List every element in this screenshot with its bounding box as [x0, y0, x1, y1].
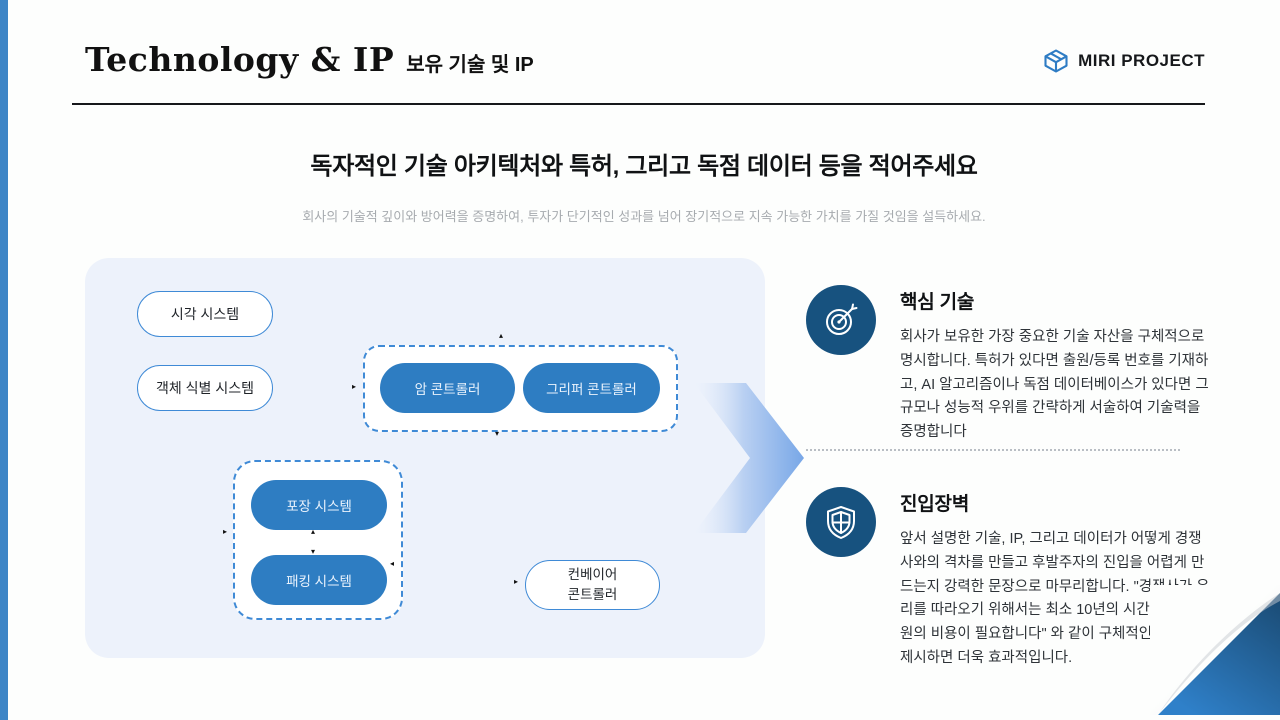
- node-object-recognition-system[interactable]: 객체 식별 시스템: [137, 365, 273, 411]
- node-label: 객체 식별 시스템: [156, 380, 254, 396]
- section-core-technology: 핵심 기술 회사가 보유한 가장 중요한 기술 자산을 구체적으로 명시합니다.…: [806, 285, 1209, 445]
- section-entry-barrier: 진입장벽 앞서 설명한 기술, IP, 그리고 데이터가 어떻게 경쟁사와의 격…: [806, 487, 1209, 671]
- connector-arrow-icon: ▸: [514, 577, 519, 586]
- node-label: 포장 시스템: [286, 499, 352, 514]
- section-body: 앞서 설명한 기술, IP, 그리고 데이터가 어떻게 경쟁사와의 격차를 만들…: [900, 531, 1210, 666]
- section-title: 진입장벽: [900, 494, 970, 515]
- architecture-diagram-panel: 시각 시스템 객체 식별 시스템 암 콘트롤러 그리퍼 콘트롤러 포장 시스템 …: [85, 258, 765, 658]
- node-label: 패킹 시스템: [286, 574, 352, 589]
- page-title-en: Technology & IP: [85, 40, 395, 79]
- section-title: 핵심 기술: [900, 292, 975, 313]
- node-packing-system[interactable]: 패킹 시스템: [251, 555, 387, 605]
- group-controllers[interactable]: 암 콘트롤러 그리퍼 콘트롤러: [363, 345, 678, 432]
- connector-arrow-icon: ▸: [352, 382, 357, 391]
- target-icon: [806, 285, 876, 355]
- shield-icon: [806, 487, 876, 557]
- page-title-ko: 보유 기술 및 IP: [406, 54, 534, 76]
- connector-arrow-icon: ▾: [495, 429, 500, 438]
- slide-heading: 독자적인 기술 아키텍처와 특허, 그리고 독점 데이터 등을 적어주세요: [310, 153, 978, 180]
- flow-arrow-icon: [694, 383, 806, 538]
- connector-arrow-icon: ▸: [223, 527, 228, 536]
- node-arm-controller[interactable]: 암 콘트롤러: [380, 363, 515, 413]
- brand-logo: MIRI PROJECT: [1042, 47, 1205, 75]
- section-body: 회사가 보유한 가장 중요한 기술 자산을 구체적으로 명시합니다. 특허가 있…: [900, 329, 1209, 441]
- node-gripper-controller[interactable]: 그리퍼 콘트롤러: [523, 363, 660, 413]
- left-accent-bar: [0, 0, 8, 720]
- connector-arrow-icon: ▴: [499, 331, 504, 340]
- cube-logo-icon: [1042, 47, 1070, 75]
- node-label: 컨베이어 콘트롤러: [567, 567, 618, 602]
- section-divider: [806, 449, 1180, 451]
- node-label: 암 콘트롤러: [414, 382, 481, 397]
- slide-subheading: 회사의 기술적 깊이와 방어력을 증명하여, 투자가 단기적인 성과를 넘어 장…: [302, 209, 986, 224]
- header-divider: [72, 103, 1205, 105]
- group-packing-systems[interactable]: 포장 시스템 패킹 시스템: [233, 460, 403, 620]
- node-conveyor-controller[interactable]: 컨베이어 콘트롤러: [525, 560, 660, 610]
- node-label: 시각 시스템: [170, 306, 240, 322]
- node-label: 그리퍼 콘트롤러: [546, 382, 637, 397]
- node-vision-system[interactable]: 시각 시스템: [137, 291, 273, 337]
- page-title: Technology & IP 보유 기술 및 IP: [85, 40, 534, 79]
- brand-name: MIRI PROJECT: [1078, 51, 1205, 70]
- connector-arrow-icon: ◂: [390, 559, 395, 568]
- page-curl-decoration: [1150, 585, 1280, 720]
- connector-arrow-icon: ▾: [311, 547, 316, 556]
- node-packaging-system[interactable]: 포장 시스템: [251, 480, 387, 530]
- connector-arrow-icon: ▴: [311, 527, 316, 536]
